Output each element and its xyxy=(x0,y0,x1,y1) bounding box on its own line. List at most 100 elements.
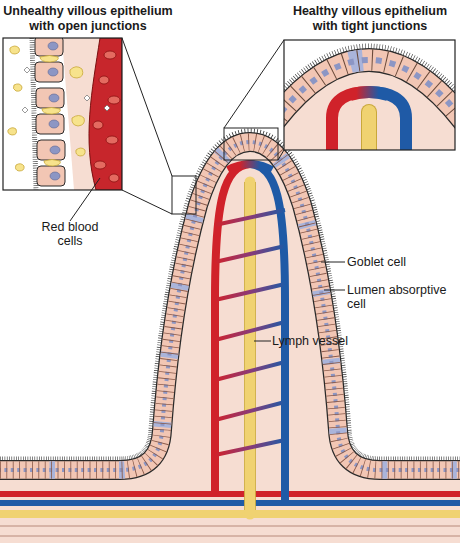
zoom-frames xyxy=(122,38,284,214)
absorptive-cell xyxy=(36,88,64,108)
capillary xyxy=(215,402,285,420)
absorptive-cell xyxy=(37,166,65,186)
absorptive-cells xyxy=(0,142,460,470)
inset-frame xyxy=(3,38,122,190)
lymph-vessel xyxy=(245,182,256,514)
particle xyxy=(84,95,90,101)
particle xyxy=(72,116,85,127)
artery-base xyxy=(0,491,460,497)
red-blood-cell xyxy=(106,136,118,144)
particle xyxy=(22,107,28,113)
zoom-line xyxy=(224,40,284,128)
leader-line xyxy=(254,341,271,342)
red-blood-cell xyxy=(99,76,109,84)
leader-lines xyxy=(70,178,345,341)
red-blood-cell xyxy=(109,174,119,182)
particle xyxy=(104,105,110,111)
leader-line xyxy=(321,262,345,263)
particle xyxy=(42,108,60,115)
nucleus xyxy=(50,172,60,180)
epithelium-outline xyxy=(0,142,460,470)
inset-heading: Healthy villous epithelium with tight ju… xyxy=(283,4,457,34)
capillary xyxy=(215,210,285,225)
part-label: Lumen absorptive cell xyxy=(347,283,453,312)
cell-nuclei xyxy=(0,142,460,470)
lymph-vessel-edge xyxy=(245,182,256,510)
absorptive-cells xyxy=(284,60,455,126)
red-blood-cell xyxy=(93,121,103,129)
vein-base xyxy=(0,500,460,506)
cell-nuclei xyxy=(284,60,455,126)
lumen xyxy=(3,38,122,190)
unhealthy-inset xyxy=(3,38,122,190)
zoom-line xyxy=(122,190,172,214)
inset-frame xyxy=(284,40,455,150)
submucosa-line xyxy=(0,536,460,537)
particle xyxy=(10,46,20,54)
absorptive-cell xyxy=(35,38,63,56)
inset-heading-box: Unhealthy villous epithelium with open j… xyxy=(0,4,176,34)
red-blood-cell xyxy=(108,96,120,104)
blood-vessel xyxy=(89,38,122,190)
capillary xyxy=(215,246,285,262)
small-particles xyxy=(22,67,110,113)
goblet-cells xyxy=(0,142,460,470)
part-label: Goblet cell xyxy=(347,255,457,269)
healthy-inset xyxy=(284,40,455,150)
zoom-line xyxy=(122,38,172,176)
inset-heading-box: Healthy villous epithelium with tight ju… xyxy=(283,4,457,34)
villus xyxy=(0,142,460,543)
lymph-vessel-base xyxy=(0,510,460,518)
capillary-apex xyxy=(350,92,388,95)
red-blood-cell xyxy=(104,51,116,59)
particle xyxy=(15,164,24,171)
absorptive-cell xyxy=(35,62,63,82)
nucleus xyxy=(49,94,59,102)
zoom-frame xyxy=(224,128,278,160)
lymph-vessel xyxy=(361,112,377,150)
inset-heading: Unhealthy villous epithelium with open j… xyxy=(0,4,176,34)
red-blood-cell xyxy=(94,161,106,169)
submucosa-line xyxy=(0,526,460,527)
lamina-propria xyxy=(284,60,455,150)
absorptive-cell xyxy=(36,114,64,134)
capillary xyxy=(215,284,285,300)
particle xyxy=(13,84,22,91)
capillary-apex xyxy=(228,164,272,170)
vein xyxy=(369,92,406,150)
microvilli xyxy=(32,38,36,190)
particle xyxy=(70,67,83,78)
particle xyxy=(24,67,30,73)
capillaries xyxy=(215,210,285,455)
zoom-frame xyxy=(172,176,196,214)
lamina-propria xyxy=(62,38,122,190)
nucleus xyxy=(49,120,59,128)
particle xyxy=(8,128,17,135)
leader-line xyxy=(324,290,345,291)
leader-line xyxy=(70,178,100,221)
red-blood-cells xyxy=(93,51,120,182)
absorptive-cells xyxy=(35,38,65,186)
part-label: Red blood cells xyxy=(34,220,106,249)
cell-junctions xyxy=(0,142,460,470)
capillary xyxy=(215,362,285,380)
particle xyxy=(40,56,58,63)
capillary xyxy=(215,440,285,455)
nucleus xyxy=(48,68,58,76)
zoom-line xyxy=(278,150,284,160)
lymph-vessel xyxy=(362,112,376,150)
leaking-particles xyxy=(8,46,85,171)
artery xyxy=(332,92,369,150)
goblet-cells xyxy=(284,60,455,126)
cell-junctions xyxy=(284,60,455,126)
absorptive-cell xyxy=(37,140,65,160)
lamina-propria xyxy=(0,142,460,543)
part-label: Lymph vessel xyxy=(272,334,362,348)
microvilli xyxy=(32,38,36,190)
nucleus xyxy=(48,42,58,50)
artery xyxy=(215,164,250,494)
particle xyxy=(76,148,85,156)
